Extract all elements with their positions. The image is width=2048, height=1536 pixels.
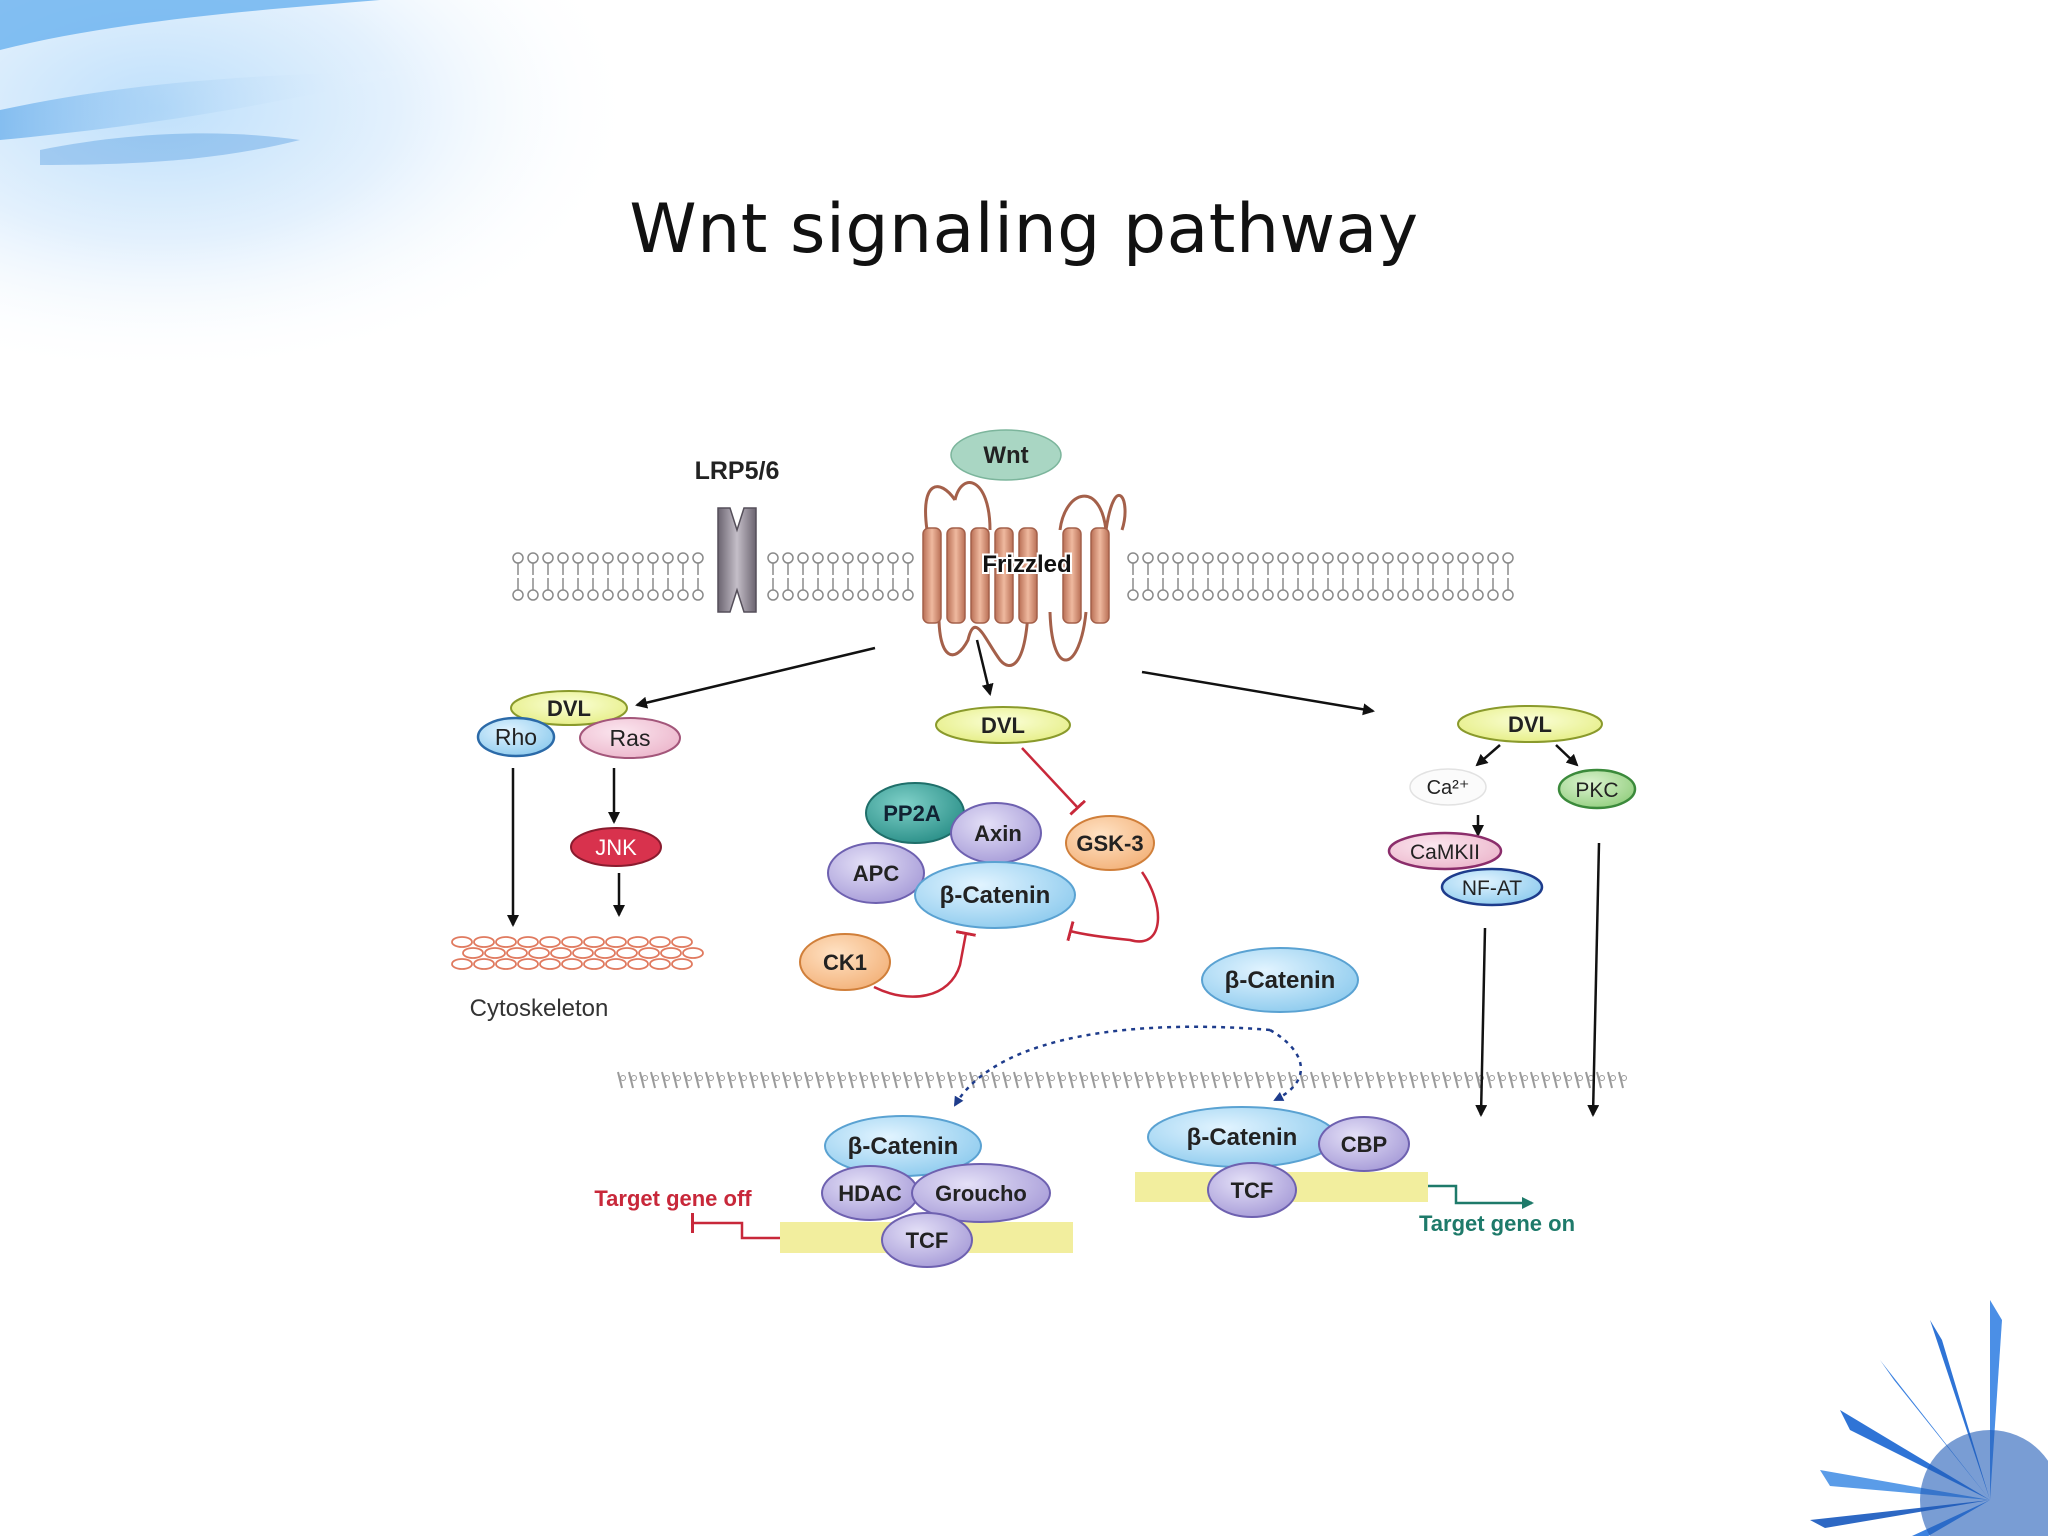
- gsk3-inhibits-beta-catenin: [1066, 871, 1160, 943]
- lrp-label: LRP5/6: [695, 457, 780, 485]
- gene-on-activation-arrow: [1428, 1184, 1534, 1209]
- jnk-label: JNK: [595, 835, 637, 860]
- pp2a-label: PP2A: [883, 801, 941, 826]
- off-beta-catenin-label: β-Catenin: [848, 1133, 959, 1160]
- off-tcf-label: TCF: [906, 1228, 949, 1253]
- arrow-to-right-branch: [1141, 670, 1375, 716]
- ck1-label: CK1: [823, 950, 867, 975]
- dvl-inhibits-gsk3: [1021, 747, 1086, 816]
- rho-label: Rho: [495, 724, 537, 750]
- groucho-label: Groucho: [935, 1181, 1027, 1206]
- destruction-complex-beta-catenin-label: β-Catenin: [940, 882, 1051, 909]
- ras-label: Ras: [610, 725, 651, 751]
- right-branch: DVL Ca²⁺ PKC CaMKII NF-AT: [1387, 705, 1637, 1117]
- hdac-label: HDAC: [838, 1181, 902, 1206]
- arrow-to-left-branch: [635, 646, 876, 709]
- frizzled-label: Frizzled: [982, 551, 1071, 578]
- target-gene-off-label: Target gene off: [594, 1186, 752, 1211]
- ck1-inhibits-beta-catenin: [873, 930, 977, 998]
- frizzled-receptor: Frizzled: [922, 481, 1127, 667]
- cbp-label: CBP: [1341, 1132, 1387, 1157]
- arrow-to-center-branch: [975, 639, 994, 696]
- cytoskeleton-label: Cytoskeleton: [470, 995, 609, 1022]
- cytoskeleton-mesh: [451, 936, 704, 970]
- wnt-label: Wnt: [983, 442, 1028, 469]
- top-left-decoration: [0, 0, 640, 360]
- pkc-label: PKC: [1575, 779, 1618, 802]
- calcium-label: Ca²⁺: [1427, 777, 1470, 799]
- nuclear-membrane: [617, 1071, 1627, 1089]
- pkc-to-nucleus-arrow: [1587, 842, 1601, 1117]
- plasma-membrane: [512, 552, 1514, 601]
- nfat-label: NF-AT: [1462, 877, 1522, 900]
- nfat-to-nucleus-arrow: [1475, 927, 1488, 1117]
- lrp-receptor: LRP5/6: [695, 457, 780, 613]
- center-dvl-label: DVL: [981, 713, 1025, 738]
- center-branch: DVL GSK-3 PP2A Axin APC β-Catenin CK1 β-…: [799, 706, 1359, 1013]
- wnt-ligand: Wnt: [950, 429, 1062, 481]
- gene-off-repression-mark: [691, 1213, 780, 1240]
- left-dvl-label: DVL: [547, 696, 591, 721]
- right-dvl-label: DVL: [1508, 712, 1552, 737]
- free-beta-catenin-label: β-Catenin: [1225, 967, 1336, 994]
- axin-label: Axin: [974, 821, 1022, 846]
- dvl-to-pkc-arrow: [1555, 744, 1579, 767]
- frizzled-output-arrows: [635, 639, 1375, 716]
- camkii-label: CaMKII: [1410, 841, 1480, 864]
- left-branch: DVL Rho Ras JNK Cytoskeleton: [451, 690, 704, 1022]
- on-tcf-label: TCF: [1231, 1178, 1274, 1203]
- dvl-to-ca-arrow: [1475, 744, 1501, 767]
- beta-catenin-to-off-complex: [953, 1025, 1271, 1107]
- gsk3-label: GSK-3: [1076, 831, 1143, 856]
- frizzled-helices: [922, 527, 1110, 624]
- bottom-right-flower-decoration: [1810, 1300, 2048, 1536]
- slide-title: Wnt signaling pathway: [629, 190, 1419, 269]
- beta-catenin-to-on-complex: [1269, 1028, 1303, 1102]
- target-gene-on-label: Target gene on: [1419, 1211, 1575, 1236]
- translocation-arrows: [953, 1025, 1303, 1107]
- target-gene-on-complex: β-Catenin CBP TCF Target gene on: [1135, 1106, 1575, 1236]
- target-gene-off-complex: β-Catenin HDAC Groucho TCF Target gene o…: [594, 1115, 1073, 1268]
- on-beta-catenin-label: β-Catenin: [1187, 1124, 1298, 1151]
- apc-label: APC: [853, 861, 900, 886]
